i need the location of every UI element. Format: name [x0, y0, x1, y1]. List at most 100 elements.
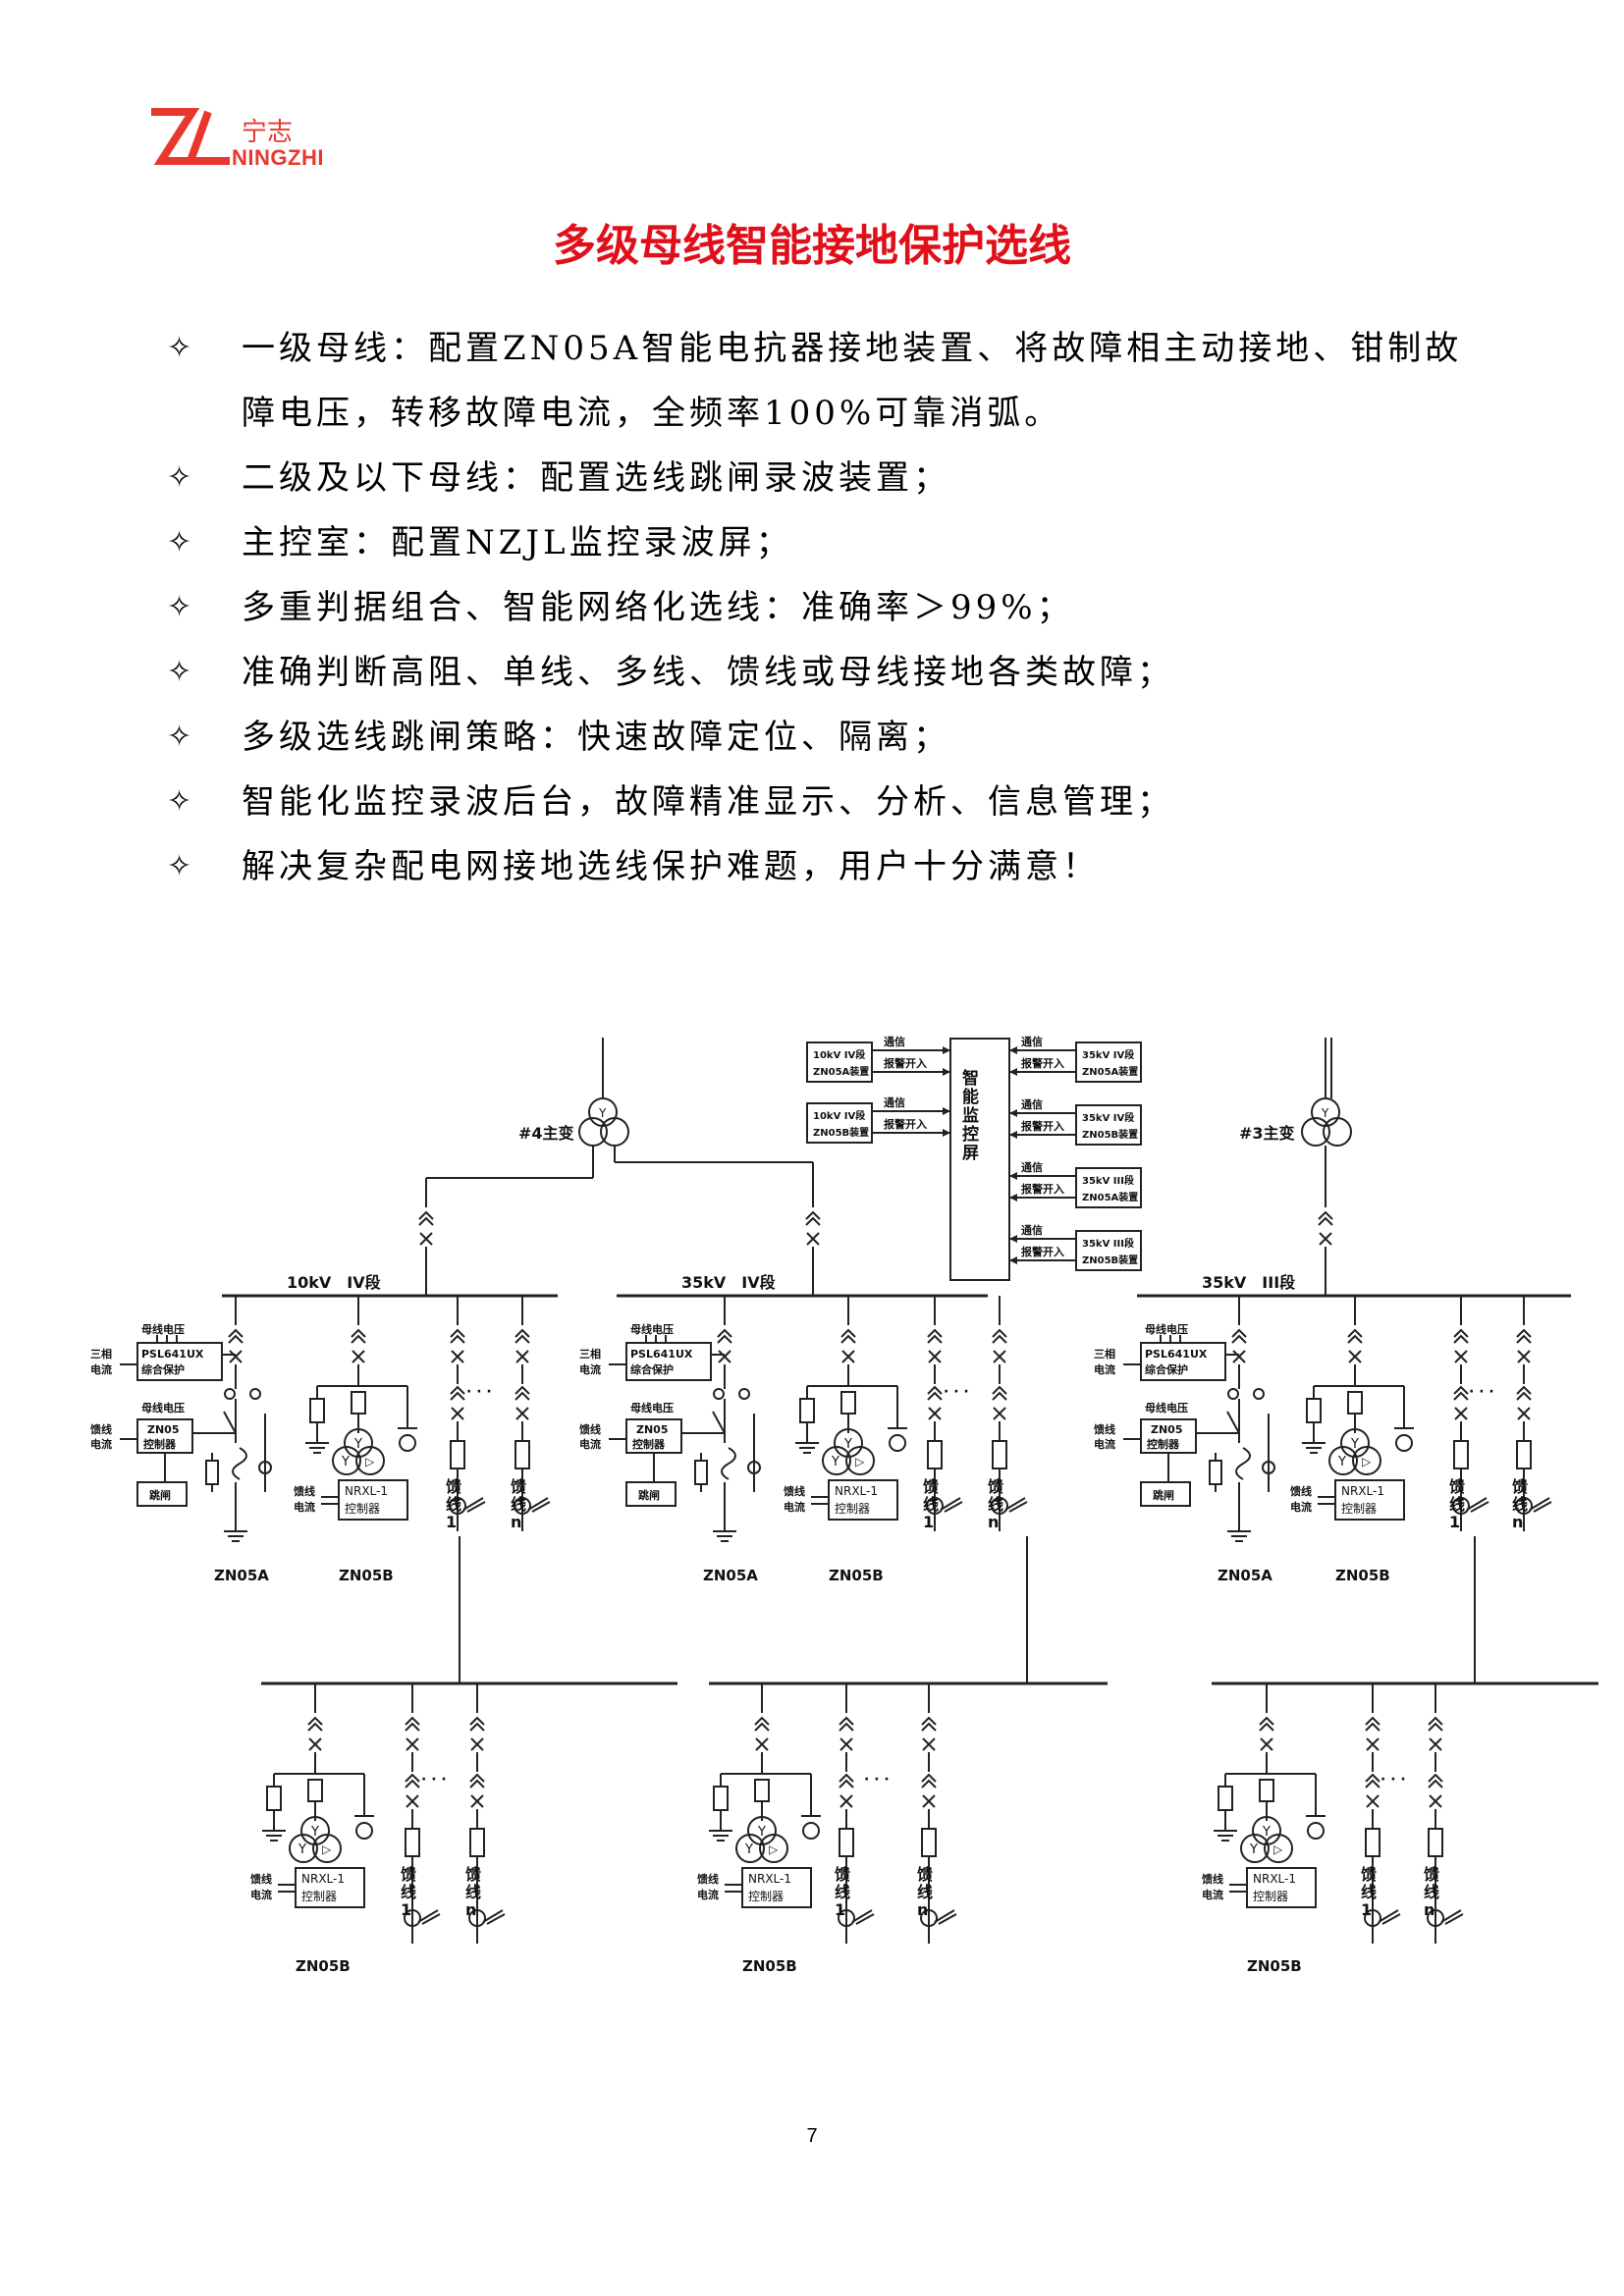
feeder-1-label: 馈线1	[446, 1477, 461, 1531]
transformer-winding-icon	[834, 1428, 863, 1458]
vertical-char: 1	[1449, 1513, 1460, 1531]
breaker-x-icon	[1454, 1407, 1468, 1420]
device-label: 10kV IV段	[813, 1048, 865, 1061]
current-transformer-icon	[468, 1909, 486, 1927]
lamp-icon	[1307, 1822, 1325, 1840]
controller-label: 控制器	[632, 1437, 666, 1451]
switch-icon	[717, 1328, 732, 1344]
vertical-char: 线	[465, 1883, 481, 1901]
feeder-1-label: 馈线1	[835, 1865, 850, 1919]
three-phase-label: 三相	[579, 1347, 601, 1361]
feeder-current-label: 电流	[697, 1888, 719, 1901]
zn05b-label: ZN05B	[742, 1957, 797, 1975]
winding-label: Y	[1321, 1106, 1329, 1120]
breaker-x-icon	[993, 1350, 1006, 1363]
protection-box	[625, 1342, 712, 1381]
fuse-box	[351, 1391, 366, 1415]
arrow-icon	[1009, 1046, 1017, 1054]
vertical-char: 馈	[446, 1477, 461, 1496]
feeder-current-label: 电流	[250, 1888, 272, 1901]
switch-icon	[1453, 1385, 1469, 1401]
page-number: 7	[806, 2125, 818, 2147]
right-device-box	[1075, 1041, 1142, 1083]
nrxl-label: 控制器	[301, 1890, 337, 1903]
nrxl-label: NRXL-1	[835, 1484, 878, 1498]
arrow-icon	[1009, 1235, 1017, 1243]
transformer-winding-icon	[1340, 1428, 1370, 1458]
bus-label: 10kV IV段	[287, 1273, 382, 1292]
bus-voltage-label: 母线电压	[630, 1322, 674, 1336]
switch-icon	[1318, 1210, 1333, 1226]
breaker-x-icon	[419, 1232, 433, 1246]
feeder-current-label: 馈线	[784, 1484, 805, 1498]
transformer-label: #3主变	[1239, 1124, 1295, 1143]
diamond-bullet-icon: ✧	[167, 525, 196, 560]
breaker-x-icon	[755, 1737, 769, 1751]
signal-label: 报警开入	[1021, 1182, 1064, 1196]
arrow-icon	[943, 1068, 950, 1076]
zl-logo-mark	[151, 108, 230, 165]
three-phase-label: 三相	[90, 1347, 112, 1361]
nrxl-label: NRXL-1	[1341, 1484, 1384, 1498]
bullet-item: ✧多级选线跳闸策略：快速故障定位、隔离；	[157, 705, 1492, 770]
reactor-icon	[1235, 1447, 1251, 1480]
controller-label: ZN05	[636, 1423, 669, 1436]
switch-icon	[839, 1773, 854, 1789]
vertical-char: n	[511, 1513, 521, 1531]
winding-label: Y	[310, 1825, 319, 1840]
bullet-text: 多重判据组合、智能网络化选线：准确率＞99%；	[242, 588, 1074, 627]
bullet-item: ✧ 主控室：配置NZJL监控录波屏；	[157, 510, 1492, 575]
protection-label: PSL641UX	[141, 1348, 204, 1361]
device-label: ZN05A装置	[1082, 1191, 1138, 1203]
current-transformer-icon	[1427, 1909, 1444, 1927]
bus-voltage-label: 母线电压	[1145, 1322, 1188, 1336]
device-label: ZN05B装置	[813, 1126, 869, 1139]
cb-contact-icon	[1227, 1388, 1239, 1400]
switch-icon	[469, 1716, 485, 1732]
transformer-winding-icon	[300, 1816, 330, 1845]
feeder-current-label: 电流	[1094, 1437, 1115, 1451]
winding-label: ▷	[322, 1842, 332, 1856]
vertical-char: 控	[962, 1124, 979, 1145]
cable-icon	[527, 1497, 551, 1513]
feeder-ct-box	[469, 1828, 485, 1857]
vertical-char: 线	[446, 1495, 461, 1514]
transformer-winding-icon	[1264, 1834, 1293, 1863]
cb-contact-icon	[738, 1388, 750, 1400]
signal-label: 报警开入	[1021, 1245, 1064, 1258]
winding-label: Y	[1337, 1455, 1346, 1469]
arrow-icon	[1009, 1068, 1017, 1076]
trip-box	[136, 1481, 188, 1507]
zn05b-label: ZN05B	[1335, 1567, 1390, 1584]
bullet-text: 主控室：配置NZJL监控录波屏；	[242, 523, 793, 562]
transformer-winding-icon	[1328, 1446, 1358, 1475]
lamp-icon	[1395, 1434, 1413, 1452]
cable-icon	[417, 1909, 441, 1925]
trip-label: 跳闸	[149, 1488, 171, 1502]
breaker-x-icon	[839, 1737, 853, 1751]
feeder-current-label: 馈线	[697, 1872, 719, 1886]
dots-label: · · ·	[466, 1384, 492, 1400]
signal-label: 通信	[884, 1035, 905, 1048]
arrow-icon	[943, 1046, 950, 1054]
protection-label: PSL641UX	[630, 1348, 693, 1361]
vertical-char: 线	[917, 1883, 933, 1901]
arrester-box	[1209, 1460, 1222, 1485]
vertical-char: 馈	[465, 1865, 481, 1884]
transformer-winding-icon	[1352, 1446, 1381, 1475]
feeder-ct-box	[1365, 1828, 1380, 1857]
vertical-char: 线	[1361, 1883, 1377, 1901]
monitor-screen-box	[949, 1038, 1010, 1281]
bullet-item: ✧一级母线：配置ZN05A智能电抗器接地装置、将故障相主动接地、钳制故障电压，转…	[157, 316, 1492, 446]
feeder-n-label: 馈线n	[465, 1865, 481, 1919]
reactor-icon	[232, 1447, 247, 1480]
zn05b-label: ZN05B	[296, 1957, 351, 1975]
breaker-x-icon	[1429, 1794, 1442, 1808]
feeder-current-label: 馈线	[250, 1872, 272, 1886]
bus-voltage-label: 母线电压	[1145, 1401, 1188, 1415]
vertical-char: 馈	[923, 1477, 939, 1496]
switch-icon	[839, 1716, 854, 1732]
current-transformer-icon	[1452, 1497, 1470, 1515]
nrxl-controller-box	[1334, 1479, 1405, 1521]
